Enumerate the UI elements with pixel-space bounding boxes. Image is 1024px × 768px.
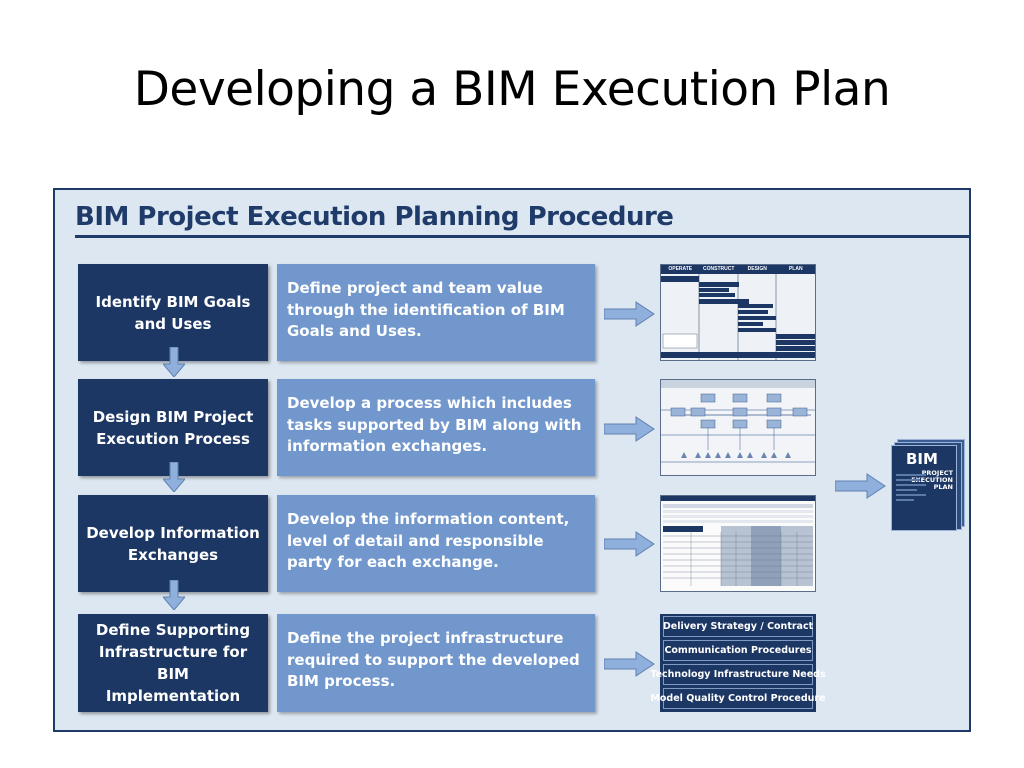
book-title: BIM	[906, 450, 938, 468]
procedure-panel: BIM Project Execution Planning Procedure…	[53, 188, 971, 732]
right-arrow-icon	[835, 473, 886, 499]
step-identify-goals: Identify BIM Goals and Uses	[78, 264, 268, 361]
desc-identify-goals: Define project and team value through th…	[277, 264, 595, 361]
infrastructure-item: Technology Infrastructure Needs	[650, 664, 826, 685]
book-text-lines	[896, 474, 926, 514]
step-design-process: Design BIM Project Execution Process	[78, 379, 268, 476]
panel-title-underline	[75, 235, 971, 238]
worksheet-graphic	[661, 496, 815, 586]
information-exchange-worksheet-thumbnail	[660, 495, 816, 592]
book-subtitle: EXECUTION	[911, 476, 953, 484]
step-develop-exchanges: Develop Information Exchanges	[78, 495, 268, 592]
matrix-header: OPERATE	[668, 266, 693, 272]
desc-develop-exchanges: Develop the information content, level o…	[277, 495, 595, 592]
slide-title: Developing a BIM Execution Plan	[133, 62, 891, 117]
matrix-header: PLAN	[788, 266, 803, 272]
matrix-header: CONSTRUCT	[703, 266, 735, 272]
process-map-graphic	[661, 380, 815, 463]
book-subtitle: PROJECT	[921, 469, 953, 477]
right-arrow-icon	[604, 416, 655, 442]
infrastructure-item: Delivery Strategy / Contract	[663, 616, 813, 637]
infrastructure-list: Delivery Strategy / Contract Communicati…	[650, 614, 826, 712]
book-subtitle: PLAN	[933, 483, 953, 491]
infrastructure-item: Communication Procedures	[663, 640, 813, 661]
matrix-header: DESIGN	[747, 266, 767, 272]
step-define-infrastructure: Define Supporting Infrastructure for BIM…	[78, 614, 268, 712]
down-arrow-icon	[163, 580, 185, 610]
book-cover: BIM PROJECT EXECUTION PLAN	[891, 445, 957, 531]
desc-define-infrastructure: Define the project infrastructure requir…	[277, 614, 595, 712]
desc-design-process: Develop a process which includes tasks s…	[277, 379, 595, 476]
right-arrow-icon	[604, 651, 655, 677]
panel-title: BIM Project Execution Planning Procedure	[75, 202, 674, 232]
infrastructure-item: Model Quality Control Procedure	[650, 688, 826, 709]
down-arrow-icon	[163, 347, 185, 377]
matrix-graphic	[661, 274, 815, 360]
process-map-thumbnail	[660, 379, 816, 476]
bim-execution-plan-book: BIM PROJECT EXECUTION PLAN	[891, 439, 965, 531]
down-arrow-icon	[163, 462, 185, 492]
right-arrow-icon	[604, 301, 655, 327]
bim-uses-matrix-thumbnail: OPERATE CONSTRUCT DESIGN PLAN	[660, 264, 816, 361]
right-arrow-icon	[604, 531, 655, 557]
